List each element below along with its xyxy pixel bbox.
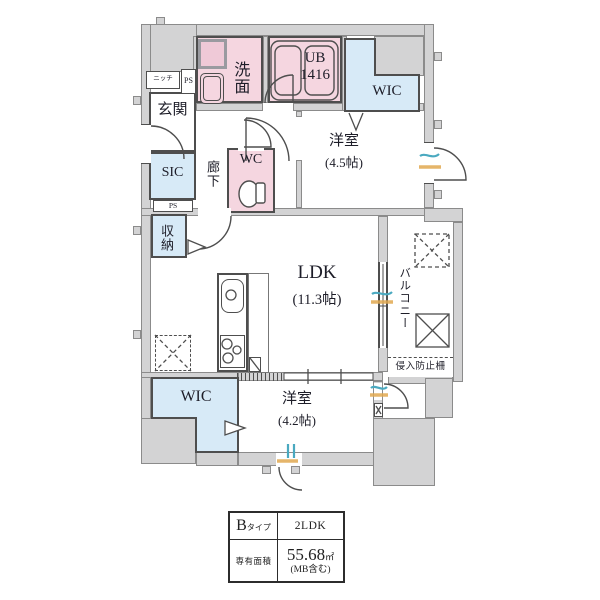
wall-tick: [133, 330, 141, 339]
wall-segment: [374, 36, 424, 76]
type-letter: B: [236, 517, 247, 534]
wall-tick: [434, 190, 442, 199]
wall-segment: [425, 378, 453, 418]
wall-segment: [150, 24, 197, 72]
washer-pan-inner: [203, 76, 221, 101]
room-sic: [149, 152, 196, 200]
wall-tick: [434, 120, 442, 129]
wall-segment: [196, 452, 238, 466]
refrigerator-space: [155, 335, 191, 371]
ldk-size-label: (11.3帖): [292, 292, 342, 308]
kitchen-small-box: [249, 357, 261, 372]
wall-segment: [296, 111, 302, 117]
wall-segment: [296, 160, 302, 208]
wall-tick: [133, 226, 141, 235]
storage-label: 収納: [158, 224, 174, 252]
wc-door-opening: [238, 146, 264, 151]
wc-label: WC: [239, 152, 263, 167]
wall-tick: [434, 52, 442, 61]
wc-door-arc: [243, 119, 272, 148]
balcony-solid-box: [415, 313, 450, 348]
unit-bath-name: UB: [304, 50, 326, 66]
spec-table: Bタイプ 2LDK 専有面積 55.68㎡ (MB含む): [228, 511, 345, 583]
bedroom1-door-opening: [424, 142, 434, 184]
bedroom1-outside-door-arc: [433, 147, 467, 181]
hallway-label: 廊下: [204, 160, 220, 188]
wall-segment: [238, 452, 383, 466]
unit-bath-size: 1416: [300, 67, 330, 84]
spec-type-header: Bタイプ: [230, 513, 278, 540]
wall-segment: [141, 372, 238, 378]
wall-segment: [141, 24, 151, 464]
wall-segment: [293, 103, 424, 111]
bedroom2-label: 洋室: [281, 391, 312, 407]
balcony-dashed-box: [414, 233, 450, 268]
washer-space: [198, 39, 227, 69]
ldk-label: LDK: [297, 262, 337, 283]
balcony-label: バルコニー: [398, 266, 411, 330]
wall-segment: [141, 418, 196, 464]
unit-bath-label: UB 1416: [290, 50, 340, 85]
wall-segment: [196, 103, 263, 111]
wall-segment: [424, 208, 463, 222]
wall-segment: [453, 222, 463, 382]
entrance-label: 玄関: [157, 102, 188, 118]
room-storage: [151, 214, 187, 258]
wall-foot: [291, 466, 300, 474]
fence-label: 侵入防止柵: [395, 362, 446, 373]
counter-hatch: [237, 373, 283, 381]
wic-upper-arrow: [348, 112, 364, 132]
spec-type-value: 2LDK: [278, 513, 343, 540]
area-note: (MB含む): [290, 564, 331, 575]
niche-label: ニッチ: [153, 75, 173, 82]
box-ps-upper: [181, 69, 196, 94]
wic-lower-label: WIC: [180, 388, 212, 405]
wall-tick: [133, 96, 141, 105]
washroom-label: 洗面: [231, 61, 249, 95]
ldk-balcony-window: [378, 262, 388, 348]
entrance-door-opening: [141, 124, 151, 164]
bedroom2-side-door-arc: [383, 383, 409, 409]
bedroom1-size-label: (4.5帖): [325, 155, 363, 170]
room-entrance: [149, 92, 196, 152]
water-heater-box: [374, 403, 383, 417]
fence-strip: 侵入防止柵: [388, 357, 453, 377]
kitchen-counter: [248, 273, 269, 373]
bedroom1-label: 洋室: [328, 133, 359, 149]
storage-arrow: [187, 239, 207, 255]
hall-ldk-door-arc: [197, 215, 232, 250]
hall-ldk-opening: [198, 208, 231, 216]
balcony-dashed-x: [414, 233, 450, 268]
kitchen-sink: [221, 279, 244, 313]
bedroom1-hall-opening: [296, 117, 302, 160]
bedroom2-bottom-door-opening: [276, 453, 302, 466]
kitchen-stove: [220, 335, 245, 368]
wic-lower-arrow: [224, 420, 247, 436]
ps-lower-label: PS: [168, 201, 178, 210]
balcony-solid-x: [415, 313, 450, 348]
wall-segment: [373, 418, 435, 486]
box-ps-lower: [153, 200, 193, 212]
ps-upper-label: PS: [184, 76, 193, 85]
wall-segment: [424, 24, 434, 208]
wall-foot: [262, 466, 271, 474]
type-suffix: タイプ: [246, 523, 271, 532]
bedroom2-side-door-opening: [374, 383, 382, 400]
spec-area-header: 専有面積: [230, 540, 278, 581]
spec-area-value: 55.68㎡ (MB含む): [286, 544, 335, 575]
wall-segment: [342, 36, 347, 111]
sic-label: SIC: [161, 165, 184, 180]
bedroom2-size-label: (4.2帖): [278, 413, 316, 428]
washer-pan: [200, 73, 224, 104]
box-niche: [146, 71, 180, 89]
wall-tick: [156, 17, 165, 25]
wic-upper-label: WIC: [372, 83, 402, 99]
